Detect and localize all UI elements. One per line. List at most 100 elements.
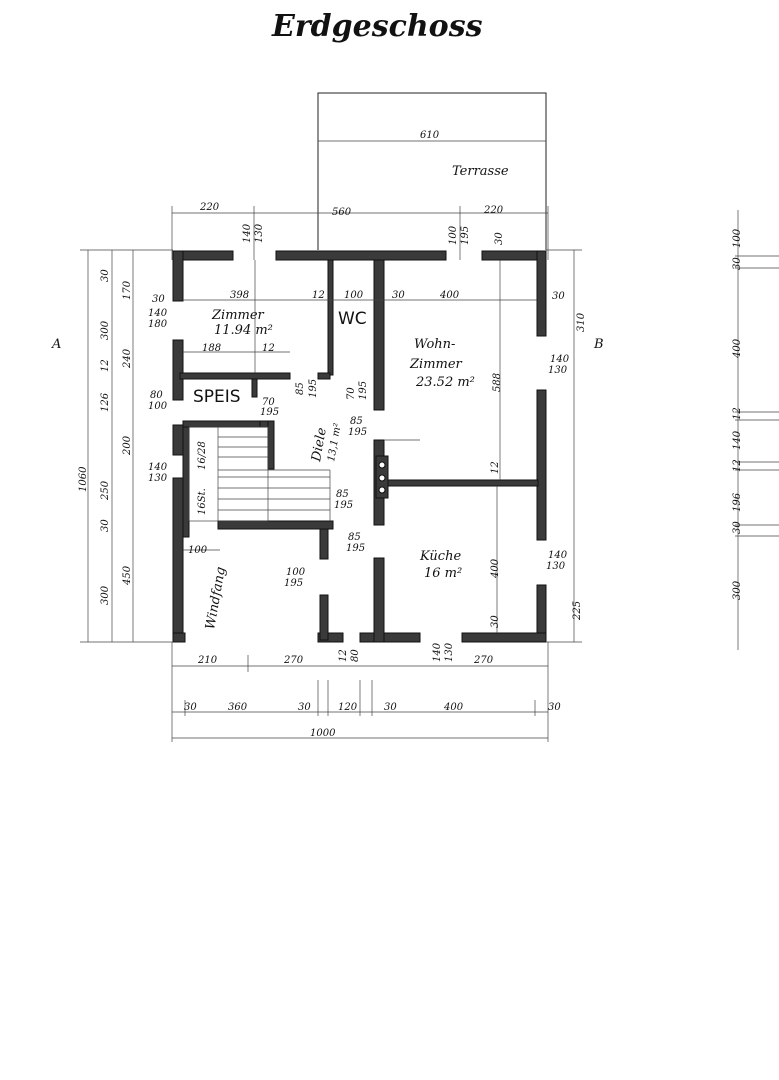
dim-wind-100: 100 xyxy=(188,545,208,556)
label-kueche-area: 16 m² xyxy=(424,566,462,581)
dim-top-w2c: 30 xyxy=(494,232,505,245)
dim-door-195: 195 xyxy=(308,379,319,398)
dim-left-170: 170 xyxy=(122,280,133,300)
dim-left-250: 250 xyxy=(100,480,111,501)
dim-left-200: 200 xyxy=(122,435,133,456)
label-zimmer: Zimmer xyxy=(211,308,265,323)
label-kueche: Küche xyxy=(419,549,461,564)
dim-kue-195: 195 xyxy=(346,543,365,554)
marker-a: A xyxy=(51,337,61,352)
dim-left-30b: 30 xyxy=(100,519,111,532)
right-dimensions: B 310 225 xyxy=(546,249,604,643)
dim-zimmer-30: 30 xyxy=(152,294,165,305)
dim-door-85: 85 xyxy=(295,382,306,395)
dim-far-400: 400 xyxy=(732,338,743,359)
dim-bot-30d: 30 xyxy=(548,702,561,713)
dim-door2-195: 195 xyxy=(358,381,369,400)
dim-bot-1000: 1000 xyxy=(310,728,336,739)
dim-wind-100b: 100 xyxy=(286,567,306,578)
dim-wohn-12: 12 xyxy=(490,461,501,474)
dim-wohn-30b: 30 xyxy=(552,291,565,302)
dim-kue-140: 140 xyxy=(548,550,568,561)
dim-bot-12: 12 xyxy=(338,649,349,662)
dim-bot-120: 120 xyxy=(338,702,358,713)
dim-stair-85: 85 xyxy=(336,489,349,500)
dim-speis-80: 80 xyxy=(150,390,163,401)
dim-top-left: 220 xyxy=(199,202,220,213)
dim-terrace-width: 610 xyxy=(420,130,440,141)
dim-left-450: 450 xyxy=(122,565,133,586)
dim-far-100: 100 xyxy=(732,228,743,248)
label-wohn-2: Zimmer xyxy=(409,357,463,372)
dim-right-310: 310 xyxy=(576,312,587,332)
dim-top-right: 220 xyxy=(483,205,504,216)
dim-far-30b: 30 xyxy=(732,521,743,534)
dim-left-1060: 1060 xyxy=(78,466,89,492)
dim-bot-270b: 270 xyxy=(473,655,494,666)
dim-far-12: 12 xyxy=(732,407,743,420)
dim-stair-195: 195 xyxy=(334,500,353,511)
far-right-dimensions: 100 30 400 12 140 12 196 30 300 xyxy=(732,210,779,650)
dim-far-300: 300 xyxy=(732,580,743,600)
dim-bot-30a: 30 xyxy=(184,702,197,713)
dim-left-30: 30 xyxy=(100,269,111,282)
dim-wohn-140: 140 xyxy=(550,354,570,365)
label-windfang: Windfang xyxy=(203,566,229,631)
label-zimmer-area: 11.94 m² xyxy=(214,323,273,338)
dim-left-126: 126 xyxy=(100,392,111,412)
dim-kue-400: 400 xyxy=(490,558,501,579)
dim-top-mid: 560 xyxy=(332,207,352,218)
dim-top-w1b: 130 xyxy=(254,223,265,243)
dim-bot-140: 140 xyxy=(432,642,443,662)
room-labels: Zimmer 11.94 m² WC Wohn- Zimmer 23.52 m²… xyxy=(193,308,475,631)
dim-mid-130: 130 xyxy=(148,473,168,484)
dim-bot-30c: 30 xyxy=(384,702,397,713)
dim-kue-30: 30 xyxy=(490,615,501,628)
dim-zimmer-398: 398 xyxy=(230,290,249,301)
dim-bot-80: 80 xyxy=(350,649,361,662)
dim-bot-130: 130 xyxy=(444,642,455,662)
label-diele: Diele xyxy=(309,426,330,463)
label-wohn-area: 23.52 m² xyxy=(415,375,475,390)
dim-wc-100: 100 xyxy=(344,290,364,301)
marker-b: B xyxy=(593,337,604,352)
dim-wohn-588: 588 xyxy=(492,373,503,392)
bottom-dimensions: 210 270 12 80 140 130 270 30 360 30 120 … xyxy=(171,642,561,742)
dim-kue-130: 130 xyxy=(546,561,566,572)
dim-diele-195: 195 xyxy=(348,427,367,438)
dim-wohn-400: 400 xyxy=(439,290,460,301)
dim-win-140: 140 xyxy=(148,308,168,319)
dim-top-w1a: 140 xyxy=(242,223,253,243)
staircase: 16St. 16/28 xyxy=(188,426,331,522)
label-terrace: Terrasse xyxy=(452,164,509,179)
dim-zimmer-12: 12 xyxy=(312,290,325,301)
dim-bot-360: 360 xyxy=(228,702,248,713)
dim-bot-400: 400 xyxy=(443,702,464,713)
dim-right-225: 225 xyxy=(572,601,583,621)
dim-top-w2a: 100 xyxy=(448,225,459,245)
dim-mid-140: 140 xyxy=(148,462,168,473)
dim-bot-30b: 30 xyxy=(298,702,311,713)
interior-dimensions: 30 398 12 100 30 400 30 140 180 188 12 8… xyxy=(148,260,570,633)
label-diele-area: 13,1 m² xyxy=(326,422,344,462)
left-dimensions: A 30 170 300 12 240 126 200 250 30 450 3… xyxy=(51,249,173,643)
dim-left-12: 12 xyxy=(100,359,111,372)
dim-wohn-130: 130 xyxy=(548,365,568,376)
dim-far-140: 140 xyxy=(732,430,743,450)
top-dimension-line: 220 560 220 140 130 100 195 30 xyxy=(171,202,549,260)
dim-diele-85: 85 xyxy=(350,416,363,427)
dim-left-300b: 300 xyxy=(100,585,111,605)
terrace: 610 Terrasse xyxy=(317,92,547,250)
dim-kue-85: 85 xyxy=(348,532,361,543)
dim-wohn-30a: 30 xyxy=(392,290,405,301)
dim-door-70: 70 xyxy=(262,397,275,408)
dim-far-196: 196 xyxy=(732,492,743,512)
dim-top-w2b: 195 xyxy=(460,226,471,245)
label-stair-steps: 16St. xyxy=(197,488,208,515)
walls xyxy=(172,250,547,643)
dim-door2-70: 70 xyxy=(346,387,357,400)
dim-bot-270: 270 xyxy=(283,655,304,666)
label-speis: SPEIS xyxy=(193,387,241,407)
label-wc: WC xyxy=(338,309,367,329)
